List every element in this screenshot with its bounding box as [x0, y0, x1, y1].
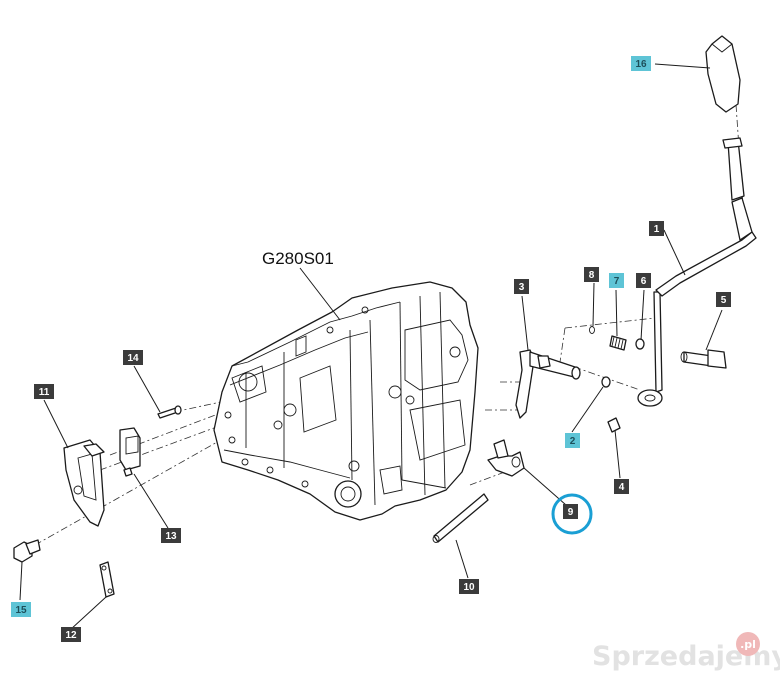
shift-rod [432, 493, 489, 543]
badge-bg [34, 384, 54, 399]
callout-2[interactable]: 2 [565, 433, 580, 448]
callout-6[interactable]: 6 [636, 273, 651, 288]
gearbox-housing [213, 281, 479, 521]
badge-label: 6 [641, 276, 647, 287]
callout-15[interactable]: 15 [11, 602, 31, 617]
badge-label: 11 [39, 387, 50, 398]
badge-bg [614, 479, 629, 494]
badge-label: 5 [721, 295, 727, 306]
badge-label: 15 [15, 605, 27, 616]
badge-bg [514, 279, 529, 294]
badge-bg [459, 579, 479, 594]
badge-bg [716, 292, 731, 307]
callout-1[interactable]: 1 [649, 221, 664, 236]
badge-label: 12 [65, 630, 77, 641]
selector-fork [487, 439, 525, 477]
shift-lever [637, 35, 757, 407]
watermark-dot-icon [736, 632, 760, 656]
mounting-bracket [63, 439, 105, 527]
callout-4[interactable]: 4 [614, 479, 629, 494]
callout-10[interactable]: 10 [459, 579, 479, 594]
detent-pin [607, 417, 621, 433]
callout-badges: 1 2 3 4 5 6 7 8 [11, 56, 731, 642]
callout-14[interactable]: 14 [123, 350, 143, 365]
badge-label: 16 [635, 59, 647, 70]
callout-8[interactable]: 8 [584, 267, 599, 282]
badge-bg [584, 267, 599, 282]
badge-label: 4 [619, 482, 625, 493]
bolt [680, 349, 727, 369]
callout-7[interactable]: 7 [609, 273, 624, 288]
badge-label: 3 [519, 282, 525, 293]
badge-label: 8 [589, 270, 595, 281]
callout-9[interactable]: 9 [563, 504, 578, 519]
badge-bg [636, 273, 651, 288]
callout-11[interactable]: 11 [34, 384, 54, 399]
screw [157, 405, 182, 419]
badge-bg [649, 221, 664, 236]
shift-fork [515, 349, 581, 419]
small-seals [589, 326, 645, 388]
watermark: Sprzedajemy .pl [592, 632, 780, 672]
badge-label: 10 [463, 582, 475, 593]
badge-label: 7 [614, 276, 620, 287]
badge-label: 2 [570, 436, 576, 447]
callout-5[interactable]: 5 [716, 292, 731, 307]
highlight-ring [551, 493, 593, 535]
badge-bg [61, 627, 81, 642]
badge-bg [11, 602, 31, 617]
diagram-code-label: G280S01 [262, 249, 334, 268]
badge-label: 13 [165, 531, 177, 542]
badge-label: 1 [654, 224, 660, 235]
watermark-suffix: .pl [740, 638, 756, 651]
leader-lines [19, 63, 723, 631]
badge-label: 14 [127, 353, 139, 364]
hex-bolt [13, 539, 41, 563]
badge-bg [631, 56, 651, 71]
badge-bg [609, 273, 624, 288]
position-switch [119, 427, 141, 477]
badge-bg [565, 433, 580, 448]
callout-16[interactable]: 16 [631, 56, 651, 71]
badge-bg [123, 350, 143, 365]
callout-12[interactable]: 12 [61, 627, 81, 642]
badge-bg [161, 528, 181, 543]
badge-bg [563, 504, 578, 519]
badge-label: 9 [568, 507, 574, 518]
link-plate [99, 561, 115, 598]
callout-13[interactable]: 13 [161, 528, 181, 543]
callout-3[interactable]: 3 [514, 279, 529, 294]
